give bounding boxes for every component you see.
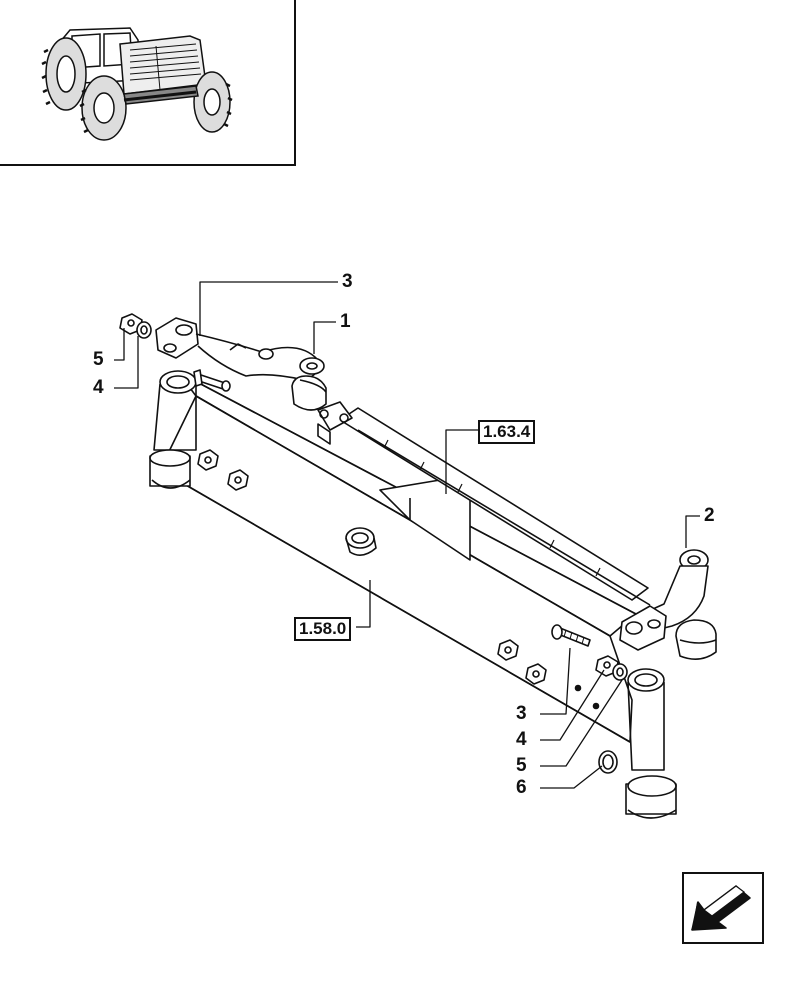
reference-axle[interactable]: 1.58.0 [294,617,352,641]
callout-1: 1 [340,311,351,332]
callout-2: 2 [704,505,715,526]
callout-4-bottom: 4 [516,729,527,750]
steering-arm-left [155,317,327,411]
leader-lines [114,281,700,789]
right-kingpin-housing [625,668,677,819]
tractor-thumbnail-frame [0,0,296,166]
next-page-button[interactable] [682,872,764,944]
callout-4-left: 4 [93,377,104,398]
callout-5-bottom: 5 [516,755,527,776]
nuts-washers [119,313,628,681]
callout-5-left: 5 [93,349,104,370]
next-page-arrow-icon [691,885,751,931]
beam-bushing [345,527,377,556]
reference-bar[interactable]: 1.63.4 [478,420,536,444]
callout-3-bottom: 3 [516,703,527,724]
left-kingpin-housing [149,370,197,489]
callout-6: 6 [516,777,527,798]
steering-bar [317,401,651,606]
tractor-thumbnail-icon [41,27,233,141]
beam-nuts [197,449,600,710]
bolts [193,369,591,647]
callout-3-top: 3 [342,271,353,292]
steering-arm-right [619,549,717,660]
o-ring [598,750,618,774]
